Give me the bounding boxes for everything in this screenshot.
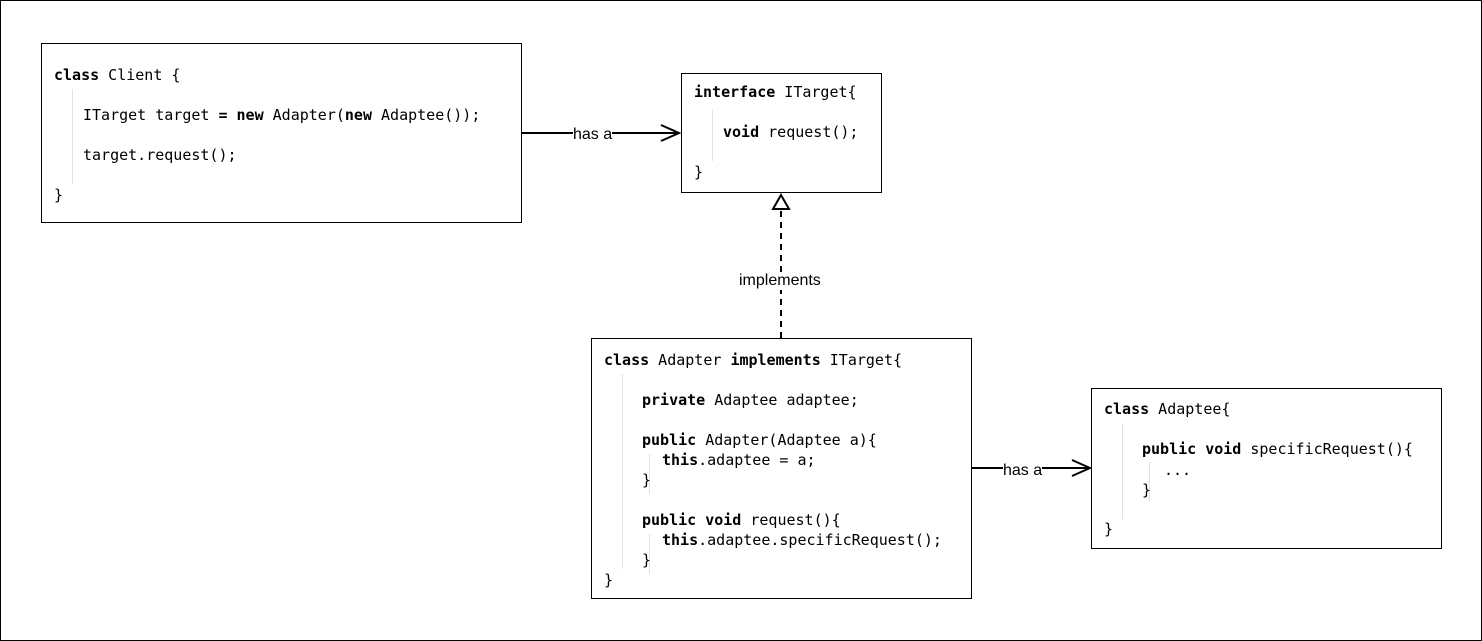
itarget-interface-header: interface ITarget{	[694, 83, 857, 101]
indent-guide	[622, 374, 623, 569]
adapter-target-relation-label: implements	[739, 272, 821, 290]
indent-guide	[649, 454, 650, 494]
client-target-relation-label: has a	[573, 126, 613, 144]
itarget-interface-box: interface ITarget{ void request(); }	[681, 73, 882, 193]
adaptee-method-close: }	[1142, 481, 1152, 499]
adaptee-method-body: ...	[1164, 461, 1192, 479]
adaptee-class-box: class Adaptee{ public void specificReque…	[1091, 388, 1442, 549]
indent-guide	[1149, 462, 1150, 502]
adapter-adaptee-arrowhead	[1071, 459, 1093, 477]
adapter-request-close: }	[642, 551, 652, 569]
adapter-class-header: class Adapter implements ITarget{	[604, 351, 903, 369]
adapter-request-body: this.adaptee.specificRequest();	[662, 531, 942, 549]
itarget-request-method: void request();	[723, 123, 859, 141]
indent-guide	[72, 89, 73, 184]
adapter-adaptee-relation-label: has a	[1003, 462, 1043, 480]
indent-guide	[649, 534, 650, 574]
adaptee-class-close: }	[1104, 520, 1114, 538]
indent-guide	[1122, 424, 1123, 519]
adapter-constructor-signature: public Adapter(Adaptee a){	[642, 431, 877, 449]
adapter-constructor-close: }	[642, 471, 652, 489]
adaptee-class-header: class Adaptee{	[1104, 400, 1231, 418]
client-target-declaration: ITarget target = new Adapter(new Adaptee…	[83, 106, 481, 124]
client-request-call: target.request();	[83, 146, 237, 164]
client-target-arrowhead	[660, 124, 682, 142]
client-class-close: }	[54, 186, 64, 204]
itarget-interface-close: }	[694, 163, 704, 181]
adaptee-specific-request-signature: public void specificRequest(){	[1142, 440, 1413, 458]
client-class-box: class Client { ITarget target = new Adap…	[41, 43, 522, 223]
client-class-header: class Client {	[54, 66, 181, 84]
adapter-target-hollow-arrowhead	[771, 192, 791, 210]
adapter-class-box: class Adapter implements ITarget{ privat…	[591, 338, 972, 599]
indent-guide	[712, 109, 713, 161]
adapter-class-close: }	[604, 571, 614, 589]
adapter-request-signature: public void request(){	[642, 511, 841, 529]
adapter-constructor-body: this.adaptee = a;	[662, 451, 816, 469]
adapter-adaptee-field: private Adaptee adaptee;	[642, 391, 859, 409]
